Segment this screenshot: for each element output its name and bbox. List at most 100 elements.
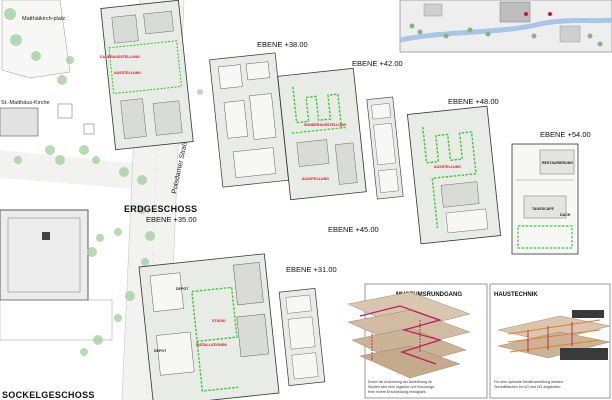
tree-icon [119, 167, 129, 177]
sockelgeschoss-interior [149, 262, 270, 392]
ebene-45-plan: EBENE +45.00 [328, 96, 404, 234]
tree-icon [10, 34, 22, 46]
ebene-38-label: EBENE +38.00 [257, 40, 308, 49]
depot-label-1: DEPOT [176, 287, 189, 291]
ebene-48-red-label: AUSSTELLUNG [434, 165, 461, 169]
route-magenta [359, 305, 443, 365]
ebene-45-label: EBENE +45.00 [328, 225, 379, 234]
matthaikirchplatz-area [1, 0, 71, 79]
tree-icon [114, 314, 122, 322]
media-lines [507, 319, 601, 353]
tree-icon [80, 348, 88, 356]
ebene-48-interior [422, 126, 489, 234]
tree-icon [137, 175, 147, 185]
erdgeschoss-red-label: DAUERAUSSTELLUNG [100, 55, 140, 59]
tree-icon [92, 156, 100, 164]
museumsrundgang-caption-2: Norden wird eine logische und kreuzungs- [368, 385, 436, 389]
tree-icon [141, 258, 149, 266]
haustechnik-section [497, 310, 611, 360]
ebene-54-plan: EBENE +54.00 RESTAURIERUNG TAGESCAFE DAC… [511, 130, 591, 255]
tree-icon [87, 247, 97, 257]
ebene-48-outline [406, 105, 502, 245]
riser-lines [527, 322, 573, 352]
ebene-31-plan: EBENE +31.00 [278, 265, 337, 387]
tree-icon [57, 75, 67, 85]
ebene-42-label: EBENE +42.00 [352, 59, 403, 68]
museumsrundgang-caption-3: freie innere Erschließung ermöglicht. [368, 390, 427, 394]
depot-room-2 [156, 331, 195, 376]
nationalgalerie-core [42, 232, 50, 240]
erdgeschoss-interior [108, 10, 183, 139]
haustechnik-caption-1: Für eine optimale Medienverteilung werde… [494, 380, 563, 384]
route-green [191, 286, 238, 343]
matthaikirchplatz-label: Matthäikirch-platz [22, 16, 65, 22]
nationalgalerie-terrace [0, 299, 113, 341]
route-green [422, 126, 477, 229]
tree-icon [31, 51, 41, 61]
sockelgeschoss-plan: DEPOT DEPOT STUDIO INSTALLATIONEN SOCKEL… [2, 253, 280, 400]
plaza-pavilion [83, 123, 95, 135]
tree-icon [114, 228, 122, 236]
site-marker-icon [548, 12, 552, 16]
tree-icon [197, 89, 203, 95]
route-green [292, 86, 343, 130]
inset-building [499, 1, 531, 23]
tagescafe-label: TAGESCAFE [532, 207, 554, 211]
sockel-red-label-1: STUDIO [212, 319, 226, 323]
route-green [196, 341, 239, 392]
tagescafe-room [523, 195, 567, 219]
depot-label-2: DEPOT [154, 349, 167, 353]
ebene-45-rooms [371, 103, 399, 193]
tree-icon [55, 155, 65, 165]
route-green [517, 225, 573, 249]
inset-building [423, 3, 443, 17]
site-marker-icon [524, 12, 528, 16]
ebene-38-rooms [218, 61, 277, 178]
tree-icon [93, 335, 103, 345]
ebene-42-plan: EBENE +42.00 SONDERAUSSTELLUNG AUSSTELLU… [277, 59, 403, 201]
location-map-inset [399, 0, 612, 53]
tree-icon [4, 8, 16, 20]
st-matthaus-label: St.-Matthäus-Kirche [1, 100, 50, 106]
canal-water [399, 17, 612, 43]
haustechnik-panel: HAUSTECHNIK Für eine optimale Medienvert… [489, 283, 611, 399]
ebene-38-plan: EBENE +38.00 [209, 40, 308, 188]
plaza-pavilion [57, 103, 73, 119]
sockel-red-label-2: INSTALLATIONEN [196, 343, 227, 347]
st-matthaus-kirche-building [0, 107, 39, 137]
nationalgalerie-inner [7, 217, 81, 293]
tree-icon [79, 145, 89, 155]
erdgeschoss-level-label: EBENE +35.00 [146, 215, 197, 224]
restaurierung-label: RESTAURIERUNG [542, 161, 573, 165]
tree-icon [145, 231, 155, 241]
technik-room [572, 310, 604, 318]
inset-building [559, 25, 581, 43]
sockelgeschoss-label: SOCKELGESCHOSS [2, 390, 95, 400]
haustechnik-title: HAUSTECHNIK [494, 292, 538, 298]
erdgeschoss-label: ERDGESCHOSS [124, 204, 197, 214]
museumsrundgang-caption-1: Durch die Anordnung der Anlieferung im [368, 380, 432, 384]
tree-icon [138, 206, 146, 214]
ebene-31-label: EBENE +31.00 [286, 265, 337, 274]
route-green [108, 40, 182, 95]
ebene-48-plan: EBENE +48.00 AUSSTELLUNG [406, 97, 502, 245]
technik-room [560, 348, 608, 360]
ebene-31-rooms [285, 294, 319, 380]
ebene-54-label: EBENE +54.00 [540, 130, 591, 139]
cross-street [0, 150, 150, 190]
tree-icon [96, 234, 104, 242]
tree-icon [66, 56, 74, 64]
ebene-42-interior [291, 86, 358, 185]
inset-trees [409, 23, 603, 47]
erdgeschoss-plan: DAUERAUSSTELLUNG AUSSTELLUNG ERDGESCHOSS… [100, 0, 197, 224]
ebene-42-red-label: SONDERAUSSTELLUNG [304, 123, 347, 127]
tree-icon [45, 145, 55, 155]
museumsrundgang-panel: MUSEUMSRUNDGANG Durch die Anordnung der … [347, 283, 488, 399]
restaurierung-room [539, 149, 575, 175]
nationalgalerie-roof [0, 209, 89, 301]
haustechnik-caption-2: Technikflächen im UG und DG angeboten. [494, 385, 561, 389]
museumsrundgang-title: MUSEUMSRUNDGANG [396, 292, 462, 298]
museum-axonometric [347, 291, 471, 379]
tree-icon [125, 291, 135, 301]
